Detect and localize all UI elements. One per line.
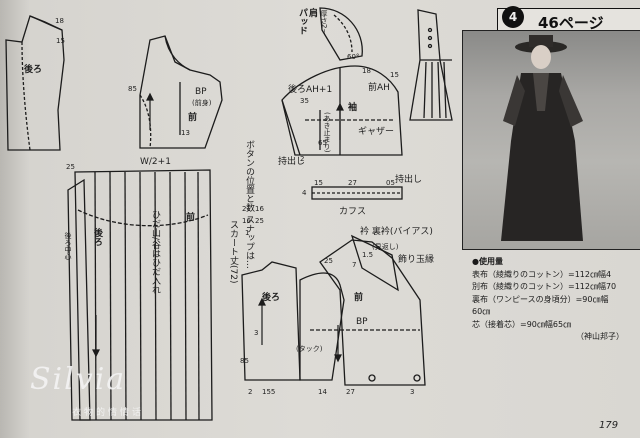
label-front-ah: 前AH — [368, 83, 390, 93]
materials-line-6: （神山邦子） — [576, 332, 624, 341]
num-15-a: 15 — [56, 37, 65, 45]
label-skirt-length: スカート丈(72) — [228, 220, 238, 284]
model-photo — [462, 30, 640, 250]
num-155: 155 — [262, 388, 276, 396]
num-16-a: 16 — [255, 205, 264, 213]
num-1-5: 1.5 — [362, 251, 374, 259]
label-buttons: ボタンの位置と数 スナップは… — [244, 140, 254, 269]
num-15-c: 15 — [314, 179, 323, 187]
num-25-c: 25 — [255, 217, 264, 225]
materials-line-4: 60㎝ — [472, 307, 491, 316]
num-2-b: 2 — [248, 388, 253, 396]
num-3-b: 3 — [410, 388, 415, 396]
label-skirt-top: W/2+1 — [140, 157, 171, 167]
materials-list: ●使用量 表布（綾織りのコットン）=112㎝幅4 別布（綾織りのコットン）=11… — [472, 256, 624, 344]
num-21: 21 — [242, 205, 251, 213]
label-tuck: (タック) — [296, 345, 323, 353]
materials-line-5: 芯（接着芯）=90㎝幅65㎝ — [472, 319, 572, 329]
label-opening: (あき止まり) — [323, 112, 331, 153]
num-25-b: 25 — [324, 257, 333, 265]
num-05: 05 — [386, 179, 395, 187]
num-18-b: 18 — [362, 67, 371, 75]
label-pinhole: 持出し — [278, 157, 306, 167]
label-bp-bottom: BP — [356, 317, 368, 327]
num-2: 2 — [300, 155, 305, 163]
num-3-a: 3 — [254, 329, 259, 337]
label-shoulder-pad-2: パッド — [297, 8, 307, 35]
num-15-b: 15 — [390, 71, 399, 79]
num-18-a: 18 — [55, 17, 64, 25]
num-1: 1 — [245, 229, 250, 237]
label-cuffs: カフス — [339, 207, 367, 217]
watermark-title: Silvia — [30, 362, 127, 397]
label-pinhole-cuff: 持出し — [395, 175, 423, 185]
pattern-number-badge: 4 — [502, 6, 524, 28]
label-front-bottom: 前 — [354, 293, 364, 303]
num-60-deg: 60° — [347, 53, 360, 61]
num-35: 35 — [300, 97, 309, 105]
num-4: 4 — [302, 189, 307, 197]
materials-line-2: 別布（綾織りのコットン）=112㎝幅70 — [472, 282, 617, 291]
num-85-a: 85 — [128, 85, 137, 93]
label-back-ah: 後ろAH+1 — [288, 85, 333, 95]
label-back-bottom: 後ろ — [262, 293, 281, 303]
num-25-a: 25 — [66, 163, 75, 171]
materials-title: ●使用量 — [472, 257, 503, 266]
model-figure-image — [501, 35, 583, 241]
label-gather: ギャザー — [358, 127, 395, 137]
label-hem-fold: ひだ山/谷はひだ入れ — [150, 210, 160, 295]
materials-line-1: 表布（綾織りのコットン）=112㎝幅4 — [472, 269, 612, 279]
num-14: 14 — [318, 388, 327, 396]
label-back-top: 後ろ — [24, 65, 43, 75]
num-13: 13 — [181, 129, 190, 137]
num-65: 65 — [318, 139, 327, 147]
label-front-cut: (前身) — [192, 99, 212, 107]
label-back-skirt: 後ろ — [92, 228, 102, 246]
num-27-b: 27 — [346, 388, 355, 396]
label-facing: (見返し) — [372, 243, 399, 251]
page-reference: 46ページ — [538, 14, 604, 32]
num-27-a: 27 — [348, 179, 357, 187]
label-shoulder-pad-1: 肩 — [307, 8, 317, 17]
label-front-skirt: 前 — [186, 213, 196, 223]
num-7: 7 — [352, 261, 357, 269]
num-16-b: 16 — [242, 217, 251, 225]
watermark-subtitle: 衣物的情情话 — [72, 408, 145, 418]
label-tie: 飾り玉縁 — [398, 255, 435, 265]
label-front-top: 前 — [188, 113, 198, 123]
page-number: 179 — [599, 420, 619, 431]
label-bp-top: BP — [195, 87, 207, 97]
label-back-center: 後ろ中心 — [64, 232, 72, 260]
num-85-b: 85 — [240, 357, 249, 365]
materials-line-3: 裏布（ワンピースの身頃分）=90㎝幅 — [472, 294, 609, 304]
label-collar: 衿 裏衿(バイアス) — [360, 227, 433, 237]
label-sleeve: 袖 — [348, 103, 358, 113]
label-thickness: 厚さ2~ — [320, 10, 328, 35]
